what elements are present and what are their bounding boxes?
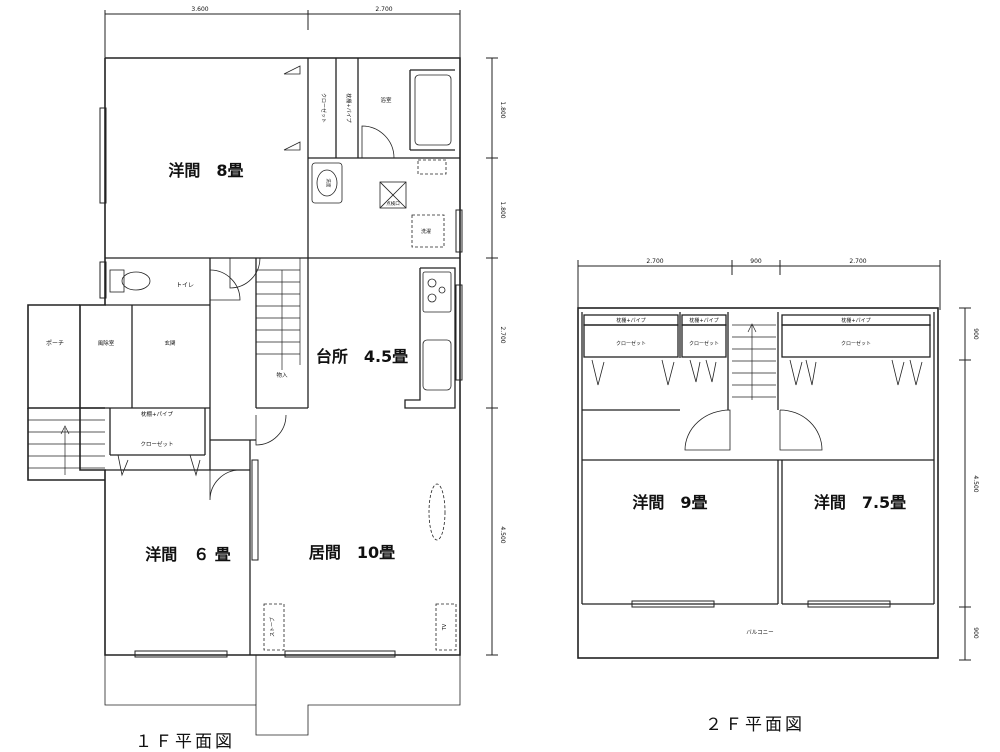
room-western-6: 洋間 ６ 畳	[145, 545, 231, 564]
f2-closet-2-shelf: 枕棚+パイプ	[689, 317, 718, 324]
f2-dim-top	[577, 260, 941, 310]
room-kitchen: 台所 4.5畳	[316, 347, 408, 366]
closet-a-label: クローゼット	[320, 93, 327, 123]
room-closet-storage: 物入	[276, 371, 288, 379]
f2-dim-top-3: 2.700	[849, 258, 866, 265]
f1-stair-treads	[256, 258, 301, 370]
f2-closet-3-shelf: 枕棚+パイプ	[841, 317, 870, 324]
room-storage: 風除室	[98, 339, 115, 347]
room-balcony: バルコニー	[746, 629, 773, 636]
room-western-8: 洋間 8畳	[168, 161, 243, 180]
f1-windows	[99, 107, 463, 658]
f2-dim-top-1: 2.700	[646, 258, 663, 265]
room-inspection: 点検口	[386, 200, 400, 207]
f2-dim-top-2: 900	[750, 258, 762, 265]
f1-dim-top-2: 2.700	[375, 6, 392, 13]
room-entrance: 玄関	[164, 339, 176, 347]
room-tv: TV	[442, 623, 448, 631]
f1-bathtub	[414, 74, 452, 146]
f1-dim-top-1: 3.600	[191, 6, 208, 13]
f1-dim-right-2: 1.800	[499, 201, 506, 218]
f1-terrace	[104, 655, 461, 736]
f1-kitchen-fixtures	[422, 271, 452, 391]
f2-dim-right-2: 4.500	[972, 475, 979, 492]
f2-stairs	[732, 323, 776, 400]
f2-dim-right	[959, 307, 971, 661]
f2-closet-3-label: クローゼット	[841, 340, 871, 347]
f1-washroom-fixtures	[311, 159, 447, 248]
f1-doors	[117, 65, 395, 501]
f1-toilet-fixture	[109, 269, 151, 293]
f1-dim-right-3: 2.700	[499, 326, 506, 343]
f1-appliance-boxes	[263, 483, 457, 651]
f2-closet-2-label: クローゼット	[689, 340, 719, 347]
floor1-caption: １Ｆ平面図	[135, 732, 235, 752]
room-living: 居間 10畳	[309, 543, 395, 562]
f1-dim-top	[104, 10, 461, 60]
f1-dim-right	[486, 57, 498, 656]
room-porch: ポーチ	[46, 339, 64, 347]
f1-porch-steps	[28, 419, 105, 475]
f2-interior-walls	[581, 312, 935, 605]
floor2-caption: ２Ｆ平面図	[705, 715, 805, 735]
room-toilet: トイレ	[176, 282, 194, 289]
room-western-9: 洋間 9畳	[632, 493, 707, 512]
f2-dim-right-1: 900	[972, 328, 979, 340]
f2-windows	[631, 600, 891, 608]
closet-a-shelf: 枕棚+パイプ	[345, 93, 352, 122]
closet-b-shelf: 枕棚+パイプ	[141, 410, 174, 418]
room-washroom: 洗面	[325, 179, 332, 188]
f2-doors	[591, 359, 923, 451]
room-laundry: 洗濯	[421, 228, 431, 235]
f2-outer-walls	[577, 307, 939, 659]
f2-closet-1-label: クローゼット	[616, 340, 646, 347]
f1-dim-right-1: 1.800	[499, 101, 506, 118]
f2-closet-1-shelf: 枕棚+パイプ	[616, 317, 645, 324]
closet-b-label: クローゼット	[140, 440, 173, 448]
room-western-75: 洋間 7.5畳	[814, 493, 906, 512]
f2-dim-right-3: 900	[972, 627, 979, 639]
f1-dim-right-4: 4.500	[499, 526, 506, 543]
room-bath: 浴室	[380, 96, 392, 104]
f1-interior-walls	[80, 58, 460, 655]
room-stove: ストーブ	[269, 617, 276, 637]
